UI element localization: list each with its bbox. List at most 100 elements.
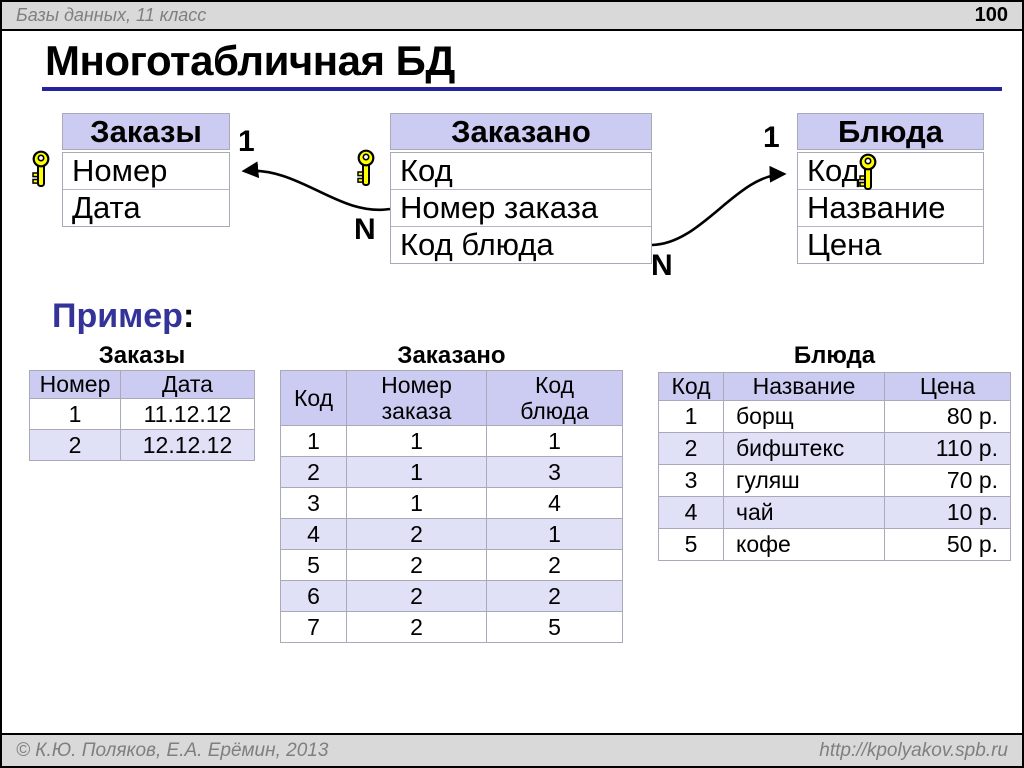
table-cell: 70 р. [884, 464, 1011, 497]
er-field: Название [798, 189, 983, 226]
table-cell: чай [723, 496, 885, 529]
column-header: Код [658, 372, 724, 401]
table-cell: 2 [486, 549, 623, 581]
table-cell: 4 [280, 518, 347, 550]
table-cell: 2 [658, 432, 724, 465]
table-cell: 5 [486, 611, 623, 643]
cardinality-label-one: 1 [763, 121, 780, 154]
table-cell: 4 [486, 487, 623, 519]
table-cell: 7 [280, 611, 347, 643]
table-title-zakazy: Заказы [98, 342, 186, 369]
table-cell: 2 [346, 549, 487, 581]
table-cell: 80 р. [884, 400, 1011, 433]
table-cell: 4 [658, 496, 724, 529]
table-cell: 5 [658, 528, 724, 561]
title-underline [42, 87, 1002, 91]
column-header: Дата [120, 370, 255, 399]
slide-page-number: 100 [974, 4, 1008, 26]
table-cell: 3 [658, 464, 724, 497]
table-cell: 2 [29, 429, 121, 461]
table-cell: 12.12.12 [120, 429, 255, 461]
column-header: Код [280, 370, 347, 426]
er-field: Номер заказа [391, 189, 651, 226]
primary-key-icon [32, 150, 50, 187]
table-cell: 2 [486, 580, 623, 612]
er-field: Код блюда [391, 226, 651, 263]
footer-url: http://kpolyakov.spb.ru [819, 739, 1008, 761]
table-cell: 2 [346, 580, 487, 612]
table-cell: 1 [29, 398, 121, 430]
table-cell: 10 р. [884, 496, 1011, 529]
table-cell: 50 р. [884, 528, 1011, 561]
column-header: Номер заказа [346, 370, 487, 426]
table-cell: 2 [280, 456, 347, 488]
table-cell: 1 [346, 456, 487, 488]
relation-arrow-right [651, 165, 787, 247]
cardinality-label-n: N [651, 249, 673, 282]
table-cell: 2 [346, 611, 487, 643]
example-heading: Пример: [52, 299, 194, 333]
table-cell: 1 [346, 487, 487, 519]
slide-footer-bar: © К.Ю. Поляков, Е.А. Ерёмин, 2013 http:/… [2, 733, 1022, 766]
page-title: Многотабличная БД [45, 37, 455, 84]
primary-key-icon [357, 149, 375, 186]
table-cell: 2 [346, 518, 487, 550]
table-cell: 5 [280, 549, 347, 581]
er-field: Код [400, 153, 453, 188]
table-cell: 6 [280, 580, 347, 612]
er-table-name: Заказы [62, 113, 230, 150]
table-cell: кофе [723, 528, 885, 561]
er-field: Код [807, 153, 860, 188]
cardinality-label-n: N [354, 213, 376, 246]
table-cell: 110 р. [884, 432, 1011, 465]
example-heading-colon: : [182, 297, 195, 335]
slide-header-bar: Базы данных, 11 класс 100 [2, 2, 1022, 31]
primary-key-icon [859, 153, 877, 190]
copyright-text: © К.Ю. Поляков, Е.А. Ерёмин, 2013 [16, 739, 329, 761]
table-cell: борщ [723, 400, 885, 433]
table-cell: 1 [486, 518, 623, 550]
cardinality-label-one: 1 [238, 125, 255, 158]
er-field: Номер [72, 153, 168, 188]
column-header: Номер [29, 370, 121, 399]
table-cell: 1 [658, 400, 724, 433]
er-table-name: Заказано [390, 113, 652, 150]
table-cell: 1 [486, 425, 623, 457]
er-table-name: Блюда [797, 113, 984, 150]
er-field: Цена [798, 226, 983, 263]
course-title: Базы данных, 11 класс [16, 5, 207, 25]
table-cell: 11.12.12 [120, 398, 255, 430]
table-cell: 3 [486, 456, 623, 488]
table-cell: бифштекс [723, 432, 885, 465]
table-cell: гуляш [723, 464, 885, 497]
er-field: Дата [63, 189, 229, 226]
column-header: Цена [884, 372, 1011, 401]
table-cell: 1 [346, 425, 487, 457]
table-title-blyuda: Блюда [793, 342, 876, 369]
